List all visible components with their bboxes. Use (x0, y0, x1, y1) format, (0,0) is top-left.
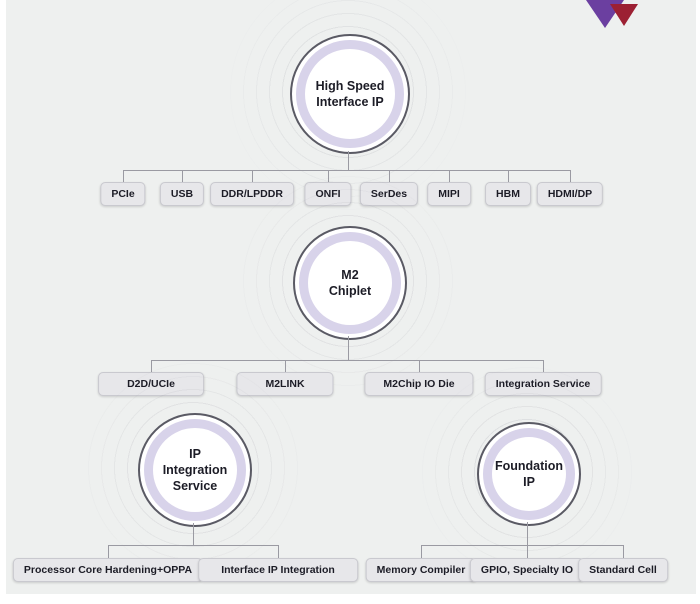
connector (108, 545, 109, 558)
connector (328, 170, 329, 182)
chip-integration-service: Integration Service (484, 372, 602, 396)
connector (389, 170, 390, 182)
connector (570, 170, 571, 182)
connector (527, 545, 528, 558)
chip-m2link: M2LINK (236, 372, 334, 396)
connector (252, 170, 253, 182)
connector (285, 360, 286, 372)
connector (348, 336, 349, 360)
connector (182, 170, 183, 182)
chip-mipi: MIPI (427, 182, 471, 206)
node-title: Foundation IP (494, 458, 564, 489)
chip-memory-compiler: Memory Compiler (365, 558, 477, 582)
connector (449, 170, 450, 182)
chip-interface-ip-integration: Interface IP Integration (198, 558, 358, 582)
connector (278, 545, 279, 558)
connector (123, 170, 570, 171)
connector (527, 522, 528, 545)
chip-gpio-specialty-io: GPIO, Specialty IO (469, 558, 585, 582)
node-title: IP Integration Service (162, 446, 228, 494)
chip-onfi: ONFI (304, 182, 352, 206)
connector (151, 360, 543, 361)
node-m2-chiplet: M2 Chiplet (293, 226, 407, 340)
node-title: M2 Chiplet (328, 267, 372, 298)
chip-m2chip-io-die: M2Chip IO Die (364, 372, 474, 396)
logo-maroon-triangle (610, 4, 638, 26)
connector (543, 360, 544, 372)
connector (421, 545, 623, 546)
chip-usb: USB (159, 182, 205, 206)
chip-pcie: PCIe (100, 182, 146, 206)
chip-ddr-lpddr: DDR/LPDDR (210, 182, 294, 206)
chip-hbm: HBM (485, 182, 531, 206)
chip-hdmi-dp: HDMI/DP (536, 182, 604, 206)
chip-processor-core-hardening-oppa: Processor Core Hardening+OPPA (12, 558, 204, 582)
connector (421, 545, 422, 558)
connector (151, 360, 152, 372)
chip-serdes: SerDes (359, 182, 419, 206)
connector (508, 170, 509, 182)
brand-logo (586, 0, 638, 28)
chip-standard-cell: Standard Cell (578, 558, 668, 582)
connector (419, 360, 420, 372)
node-foundation-ip: Foundation IP (477, 422, 581, 526)
node-high-speed-interface-ip: High Speed Interface IP (290, 34, 410, 154)
connector (193, 523, 194, 545)
node-ip-integration-service: IP Integration Service (138, 413, 252, 527)
node-title: High Speed Interface IP (315, 78, 385, 109)
chip-d2d-ucie: D2D/UCIe (98, 372, 204, 396)
connector (623, 545, 624, 558)
connector (108, 545, 278, 546)
connector (123, 170, 124, 182)
connector (348, 151, 349, 170)
